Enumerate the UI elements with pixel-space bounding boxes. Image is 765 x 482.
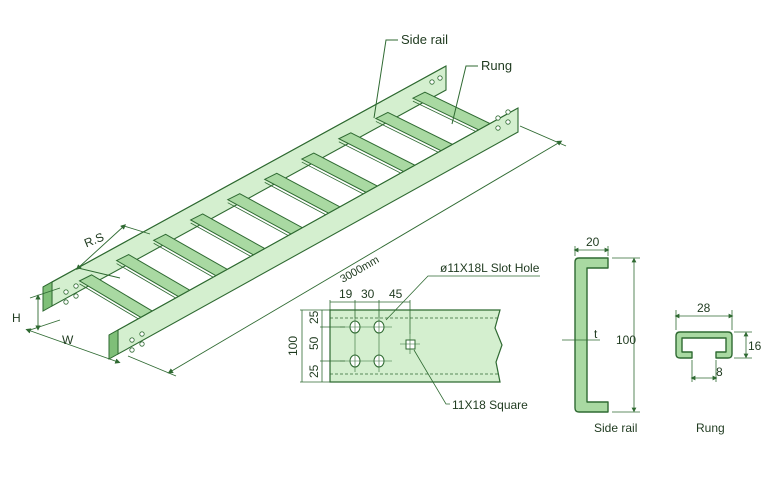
rail-slot-plate [329, 309, 503, 383]
rail-height-dim: 100 [616, 333, 636, 347]
bolt-hole [437, 75, 443, 81]
bolt-hole [495, 125, 501, 131]
dim-100: 100 [286, 336, 300, 356]
rail-width-dim: 20 [586, 235, 600, 249]
dim-30: 30 [361, 287, 375, 301]
bolt-hole [505, 109, 511, 115]
height-dimension [29, 287, 61, 331]
rail-thickness-dim: t [594, 327, 598, 341]
rung-lip-dim: 8 [716, 365, 723, 379]
h-label: H [12, 311, 21, 325]
side-rail-label: Side rail [401, 32, 448, 47]
bolt-hole [73, 293, 79, 299]
rung-section [675, 331, 733, 359]
width-dimension [25, 328, 121, 364]
ladder-rung [115, 254, 197, 301]
rung-spacing-dimension [76, 224, 151, 279]
slot-hole-label: ø11X18L Slot Hole [440, 261, 540, 275]
plate-dimension-lines [300, 275, 540, 405]
rung-leader [451, 65, 478, 125]
w-label: W [62, 333, 74, 347]
front-rail-end [108, 329, 119, 360]
bolt-hole [429, 79, 435, 85]
length-dimension [127, 125, 567, 377]
side-rail-section [574, 257, 609, 413]
bolt-hole [139, 341, 145, 347]
back-rail-end [42, 281, 53, 312]
dim-19: 19 [339, 287, 353, 301]
side-rail-leader [373, 39, 398, 119]
bolt-hole [129, 337, 135, 343]
ladder-rung [152, 233, 235, 280]
rung-label: Rung [481, 58, 512, 73]
dim-25-top: 25 [307, 310, 321, 324]
dim-45: 45 [389, 287, 403, 301]
rung-caption: Rung [696, 421, 725, 435]
ladder-annotations [373, 39, 478, 125]
length-label: 3000mm [338, 254, 381, 286]
rung-height-dim: 16 [748, 339, 762, 353]
bolt-hole [505, 119, 511, 125]
bolt-hole [63, 289, 69, 295]
side-rail-caption: Side rail [594, 421, 637, 435]
square-hole [405, 339, 416, 350]
side-rail-dimension-lines [562, 246, 640, 413]
rung-width-dim: 28 [697, 301, 711, 315]
dim-50: 50 [307, 336, 321, 350]
bolt-hole [63, 299, 69, 305]
ladder-rung-edge [412, 100, 485, 137]
ladder-rung [78, 274, 160, 322]
square-hole-label: 11X18 Square [452, 398, 528, 412]
back-rail-flange [42, 65, 447, 288]
bolt-hole [495, 115, 501, 121]
rs-label: R.S [82, 230, 106, 250]
bolt-hole [139, 331, 145, 337]
bolt-hole [73, 283, 79, 289]
bolt-hole [129, 347, 135, 353]
rung-dimension-lines [674, 310, 752, 382]
dim-25-bottom: 25 [307, 364, 321, 378]
ladder-rung-edge [79, 283, 147, 324]
